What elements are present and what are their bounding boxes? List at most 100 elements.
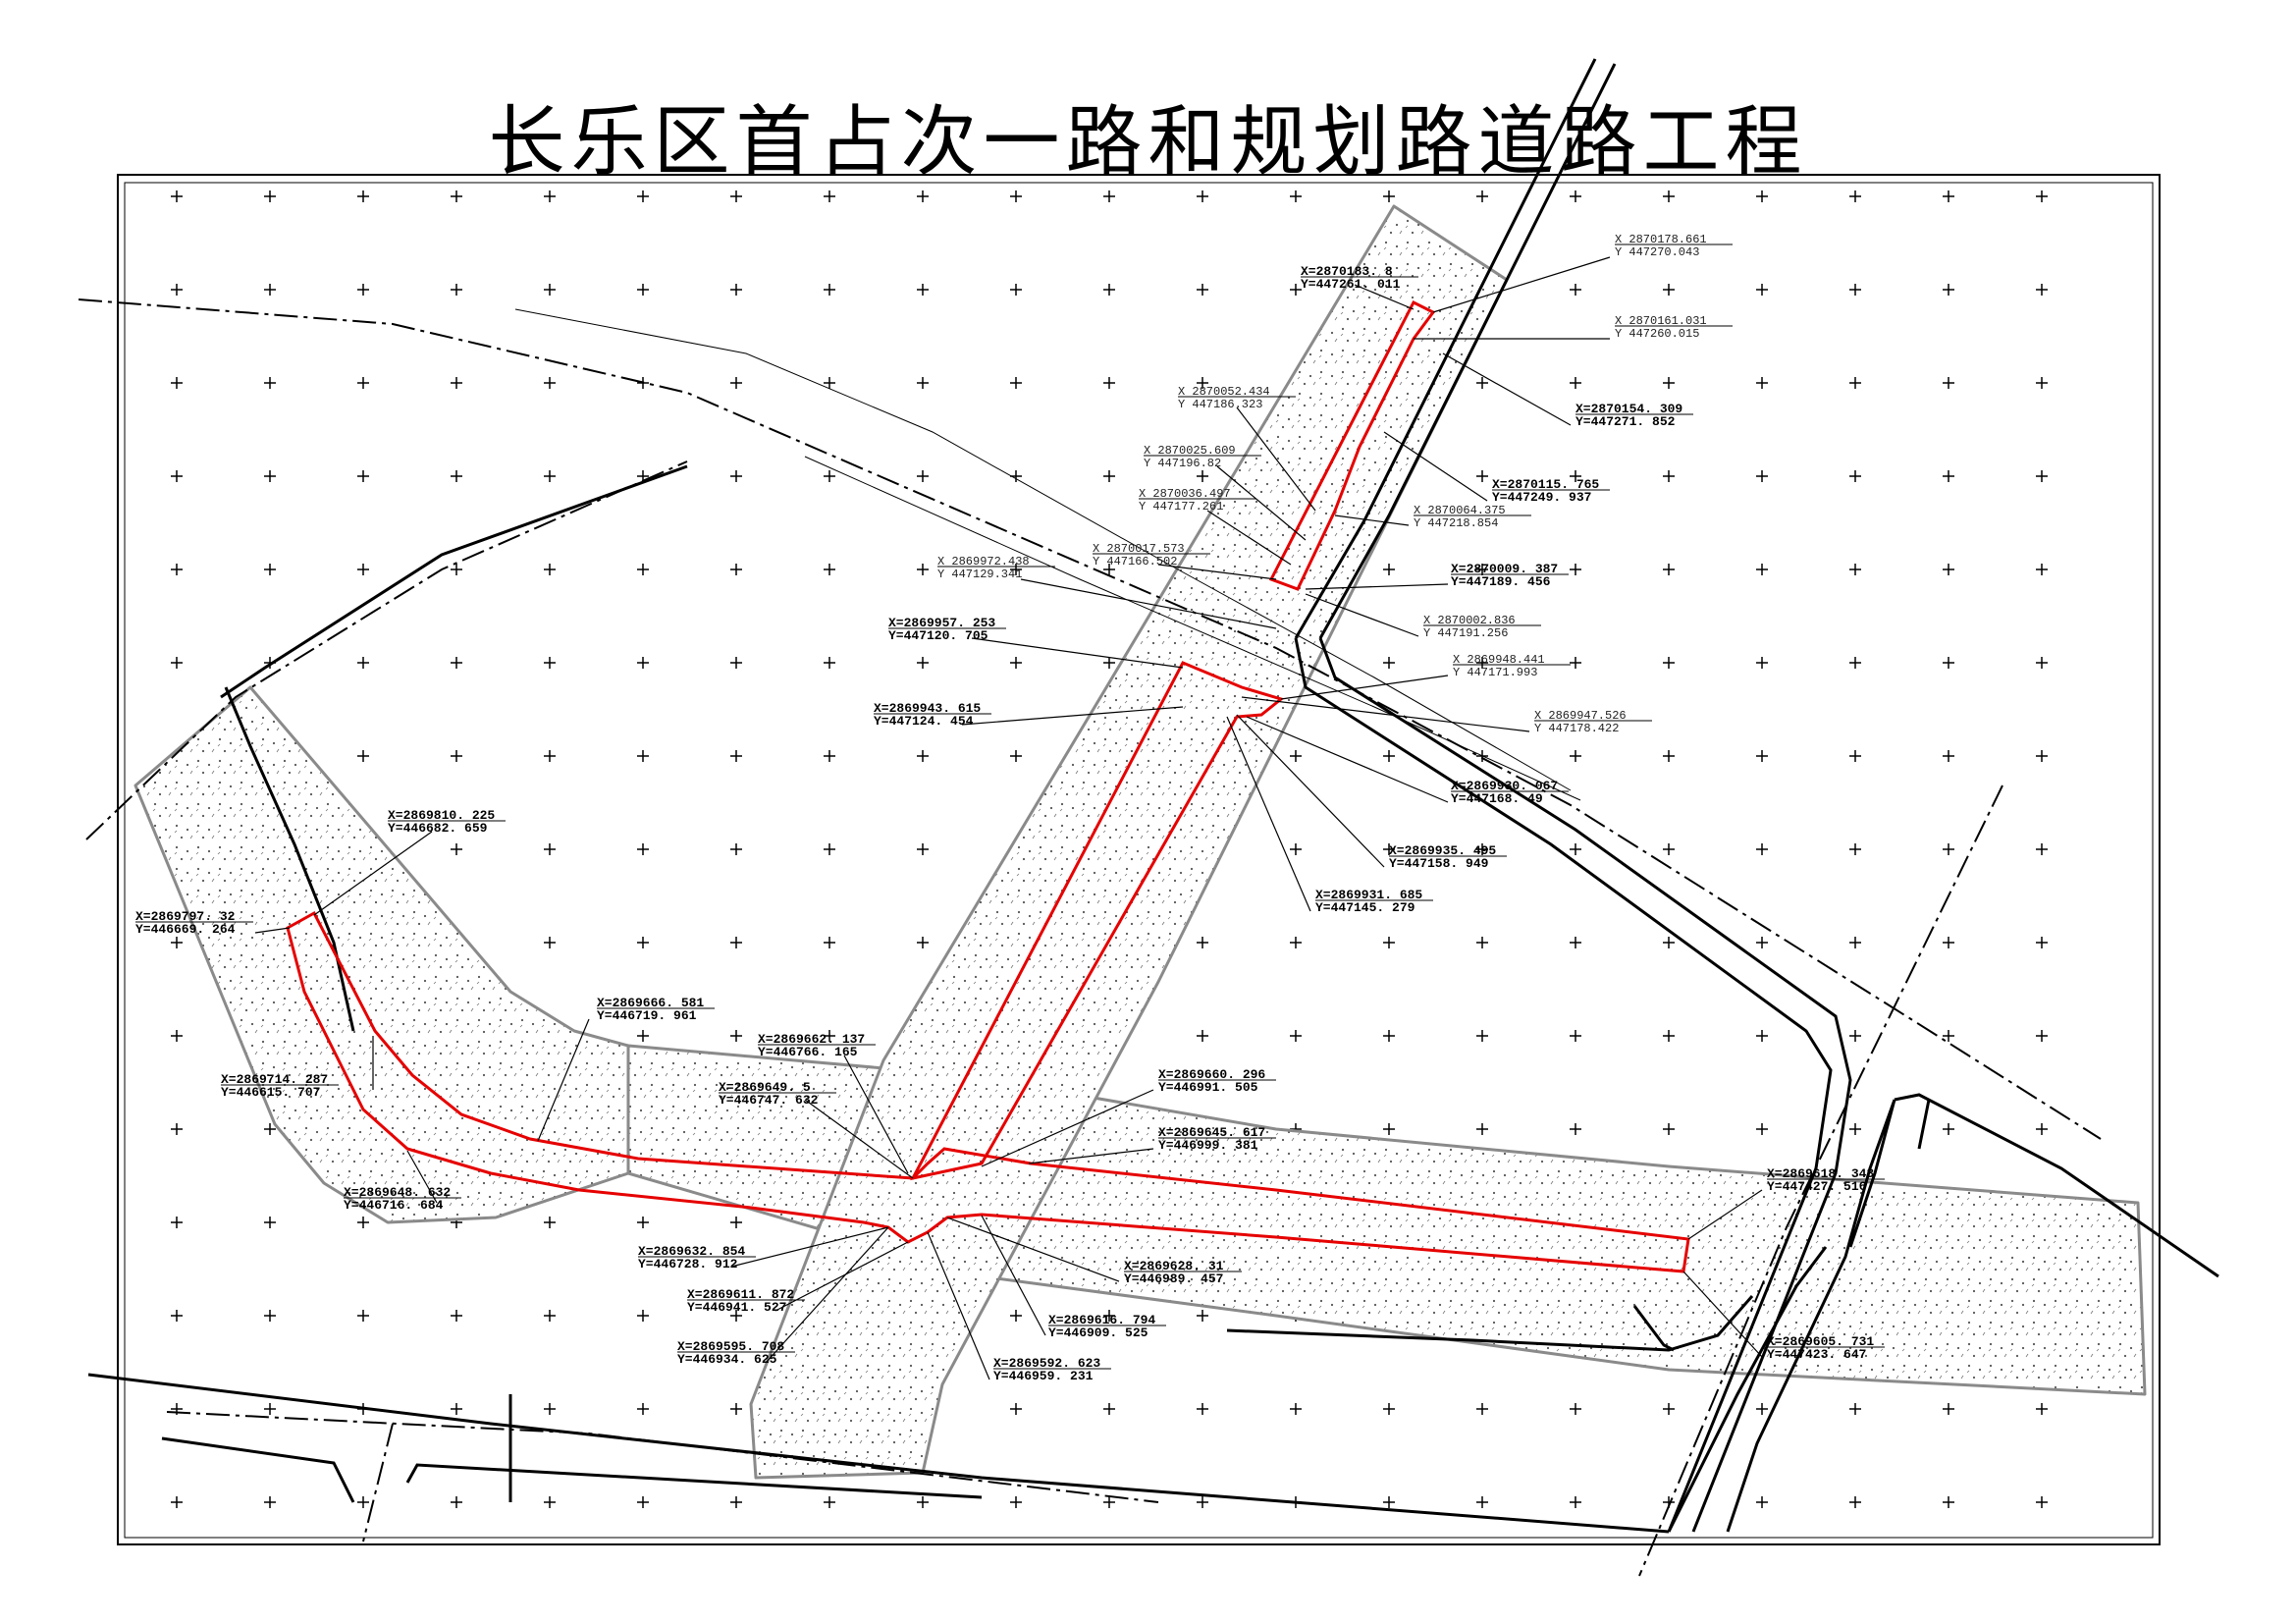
leader-36 [1682, 1271, 1763, 1358]
coord-y-text: Y=446716. 684 [344, 1198, 444, 1213]
coord-x-text: X=2870009. 387 [1451, 562, 1558, 576]
dash-line-3 [1638, 784, 2003, 1577]
leader-13 [1305, 593, 1419, 637]
coord-x-text: X=2869649. 5 [719, 1080, 811, 1095]
leader-lines [254, 256, 1763, 1380]
road-line-12 [224, 686, 355, 1032]
coord-y-text: Y=447158. 949 [1389, 856, 1489, 871]
coord-y-text: Y=447423. 647 [1767, 1347, 1866, 1362]
coord-x-text: X=2869660. 296 [1158, 1067, 1265, 1082]
leader-27 [804, 1099, 914, 1179]
coord-x-text: X 2870161.031 [1615, 314, 1707, 328]
coord-y-text: Y=446991. 505 [1158, 1080, 1258, 1095]
coord-y-text: Y=446959. 231 [993, 1369, 1094, 1383]
leader-8 [1206, 510, 1292, 566]
leader-14 [971, 637, 1184, 669]
coord-y-text: Y=447261. 011 [1301, 277, 1401, 292]
coordinate-labels: X=2870183. 8Y=447261. 011 X 2870178.661Y … [135, 233, 1885, 1383]
road-line-11 [1726, 1099, 1896, 1533]
coord-y-text: Y=446941. 527 [687, 1300, 786, 1315]
coord-y-text: Y 447196.82 [1144, 457, 1221, 470]
thin-line-1 [514, 308, 1572, 791]
coord-x-text: X=2869628. 31 [1124, 1259, 1224, 1273]
coord-y-text: Y=446682. 659 [388, 821, 488, 836]
leader-30 [406, 1150, 438, 1204]
coord-x-text: X 2869947.526 [1534, 709, 1627, 723]
road-line-4 [1318, 637, 1852, 1533]
coord-x-text: X=2869943. 615 [874, 701, 981, 716]
coord-y-text: Y 447186.323 [1178, 398, 1262, 411]
leader-18 [1246, 716, 1449, 803]
coord-y-text: Y=447271. 852 [1575, 414, 1676, 429]
coord-x-text: X=2869957. 253 [888, 616, 995, 630]
coord-label: X=2870183. 8Y=447261. 011 [1301, 264, 1418, 292]
leader-31 [730, 1226, 889, 1268]
leader-22 [254, 927, 291, 934]
road-line-14 [1226, 1295, 1754, 1352]
coord-x-text: X=2870115. 765 [1492, 477, 1599, 492]
leader-29 [1687, 1189, 1763, 1240]
leader-17 [1241, 696, 1530, 732]
leader-6 [1216, 465, 1307, 541]
dashed-center-lines [78, 298, 2102, 1577]
coord-y-text: Y=446934. 625 [677, 1352, 777, 1367]
coord-y-text: Y=446747. 632 [719, 1093, 819, 1108]
leader-21 [1226, 716, 1311, 912]
coord-y-text: Y 447260.015 [1615, 327, 1699, 341]
coord-x-text: X=2869666. 581 [597, 996, 704, 1010]
coord-x-text: X 2870036.497 [1139, 487, 1231, 501]
coord-x-text: X 2870017.573 [1093, 542, 1185, 556]
leader-9 [1334, 514, 1410, 526]
road-line-8 [405, 1463, 983, 1499]
drawing-title: 长乐区首占次一路和规划路道路工程 [488, 98, 1808, 187]
coord-x-text: X=2869810. 225 [388, 808, 495, 823]
leader-16 [961, 706, 1184, 726]
coord-x-text: X=2869605. 731 [1767, 1334, 1874, 1349]
coord-x-text: X=2869931. 685 [1315, 888, 1422, 902]
coord-x-text: X=2869611. 872 [687, 1287, 794, 1302]
coord-x-text: X 2870002.836 [1423, 614, 1516, 627]
road-line-5 [220, 464, 688, 699]
coord-y-text: Y=446766. 165 [758, 1045, 858, 1059]
survey-corridors [133, 204, 2147, 1480]
coord-y-text: Y=446999. 381 [1158, 1138, 1258, 1153]
road-line-7 [161, 1436, 355, 1503]
leader-28 [1028, 1148, 1154, 1164]
coord-y-text: Y=446669. 264 [135, 922, 236, 937]
coord-y-text: Y=447124. 454 [874, 714, 974, 729]
leader-7 [1383, 431, 1488, 502]
coord-x-text: X=2869714. 287 [221, 1072, 328, 1087]
coord-x-text: X=2869618. 343 [1767, 1166, 1874, 1181]
coord-x-text: X=2869632. 854 [638, 1244, 745, 1259]
leader-10 [1157, 564, 1277, 580]
road-line-9 [1894, 1093, 2219, 1278]
coord-y-text: Y 447129.341 [937, 568, 1022, 581]
boundary-north-strip [1268, 299, 1436, 591]
coord-x-text: X=2869595. 708 [677, 1339, 784, 1354]
leader-35 [765, 1226, 889, 1364]
leader-20 [1236, 714, 1385, 868]
project-boundary [286, 299, 1690, 1273]
coord-y-text: Y 447171.993 [1453, 666, 1537, 679]
